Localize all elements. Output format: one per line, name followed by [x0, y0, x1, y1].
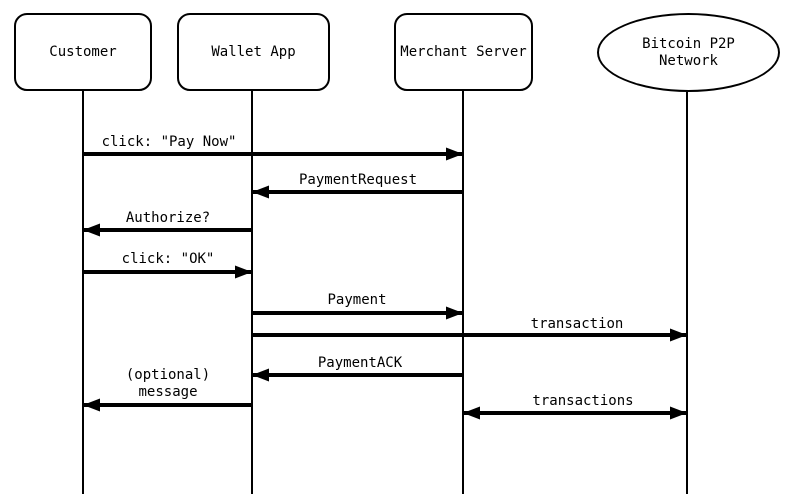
actor-merchant-server-label: Merchant Server [400, 43, 527, 60]
message-label-payment-request: PaymentRequest [298, 172, 418, 188]
message-label-payment: Payment [327, 292, 387, 308]
message-label-click-ok: click: "OK" [121, 251, 215, 267]
message-label-authorize: Authorize? [125, 210, 211, 226]
actor-wallet-app: Wallet App [177, 13, 330, 91]
message-label-click-pay-now: click: "Pay Now" [101, 134, 237, 150]
actor-customer-label: Customer [49, 43, 117, 60]
message-label-transaction: transaction [530, 316, 624, 332]
message-label-transactions: transactions [532, 393, 634, 409]
message-label-payment-ack: PaymentACK [317, 355, 403, 371]
actor-bitcoin-p2p-network: Bitcoin P2P Network [597, 13, 780, 92]
actor-customer: Customer [14, 13, 152, 91]
message-label-optional-message: (optional) message [125, 367, 211, 400]
actor-wallet-app-label: Wallet App [211, 43, 296, 60]
actor-merchant-server: Merchant Server [394, 13, 533, 91]
actor-bitcoin-p2p-network-label: Bitcoin P2P Network [642, 35, 735, 69]
